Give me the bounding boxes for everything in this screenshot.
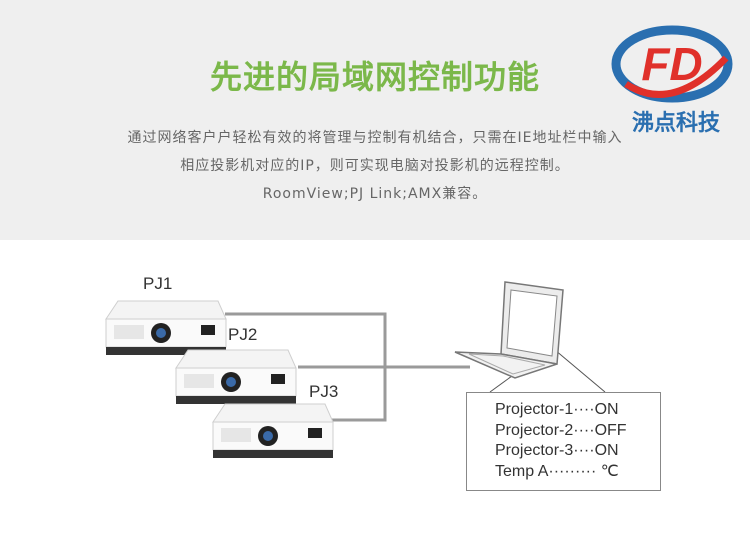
description-line-1: 通过网络客户户轻松有效的将管理与控制有机结合，只需在IE地址栏中输入 [127, 130, 623, 146]
logo-letters: FD [641, 38, 702, 90]
status-temperature: Temp A········· ℃ [495, 462, 619, 480]
projector-2-label: PJ2 [228, 325, 258, 344]
status-projector-2: Projector-2····OFF [495, 421, 627, 439]
projector-2 [175, 349, 297, 405]
projector-1-label: PJ1 [143, 274, 173, 293]
page-title: 先进的局域网控制功能 [209, 58, 540, 96]
brand-logo: FD [611, 25, 733, 103]
projector-3 [212, 403, 334, 459]
brand-name: 沸点科技 [631, 111, 720, 136]
network-lines [225, 312, 470, 422]
callout-line-right [554, 349, 606, 393]
description-line-2: 相应投影机对应的IP，则可实现电脑对投影机的远程控制。 [180, 158, 570, 174]
projector-3-label: PJ3 [309, 382, 339, 401]
status-panel: Projector-1····ON Projector-2····OFF Pro… [466, 392, 661, 491]
status-projector-1: Projector-1····ON [495, 401, 619, 418]
status-projector-3: Projector-3····ON [495, 442, 619, 459]
laptop [454, 281, 564, 379]
description-line-3: RoomView;PJ Link;AMX兼容。 [262, 186, 488, 202]
projector-1 [105, 300, 227, 356]
